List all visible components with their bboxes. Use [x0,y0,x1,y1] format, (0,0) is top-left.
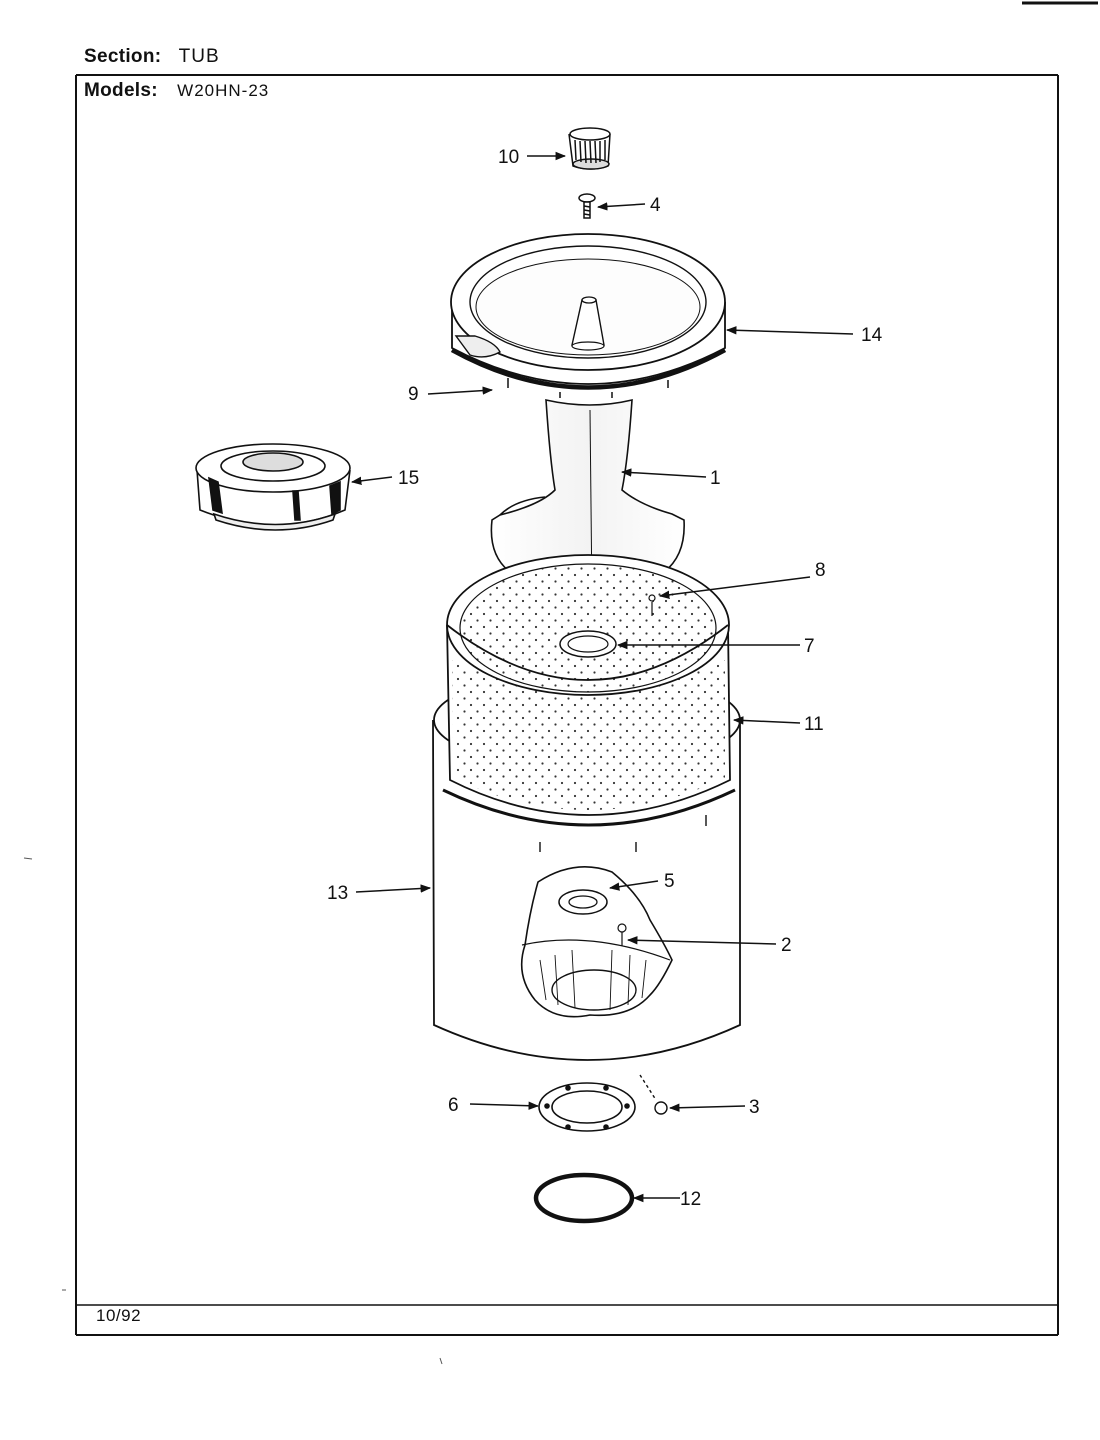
callout-4: 4 [650,195,661,216]
section-line: Section: TUB [84,46,220,68]
callout-9: 9 [408,384,419,405]
models-value: W20HN-23 [177,81,270,100]
models-line: Models: W20HN-23 [84,80,269,102]
callout-10: 10 [498,147,519,168]
callout-2: 2 [781,935,792,956]
callout-15: 15 [398,468,419,489]
part-9-gasket [450,348,727,398]
callout-7: 7 [804,636,815,657]
callout-8: 8 [815,560,826,581]
callout-14: 14 [861,325,883,346]
section-label: Section: [84,46,162,67]
callout-12: 12 [680,1189,701,1210]
callout-1: 1 [710,468,721,489]
callout-3: 3 [749,1097,760,1118]
callout-6: 6 [448,1095,459,1116]
models-label: Models: [84,80,158,101]
leader-lines [350,151,854,1203]
callout-5: 5 [664,871,675,892]
callout-labels: 10 4 14 9 1 15 8 7 11 13 5 2 6 3 12 [327,147,883,1210]
scan-specks [23,857,443,1365]
part-12-belt [533,1172,635,1224]
section-value: TUB [178,46,220,67]
part-4-bolt [578,193,596,219]
part-3-screw [639,1074,668,1115]
part-15-dispenser [195,443,351,531]
callout-13: 13 [327,883,348,904]
part-6-flange-ring [538,1082,636,1132]
callout-11: 11 [804,714,824,735]
part-11-spin-basket [442,554,736,852]
revision-date: 10/92 [96,1306,142,1325]
part-2-5-hub-assembly [520,866,673,1018]
part-14-tub-ring [450,233,726,385]
sheet-frame [75,1,1098,1336]
part-10-cap [568,127,611,170]
